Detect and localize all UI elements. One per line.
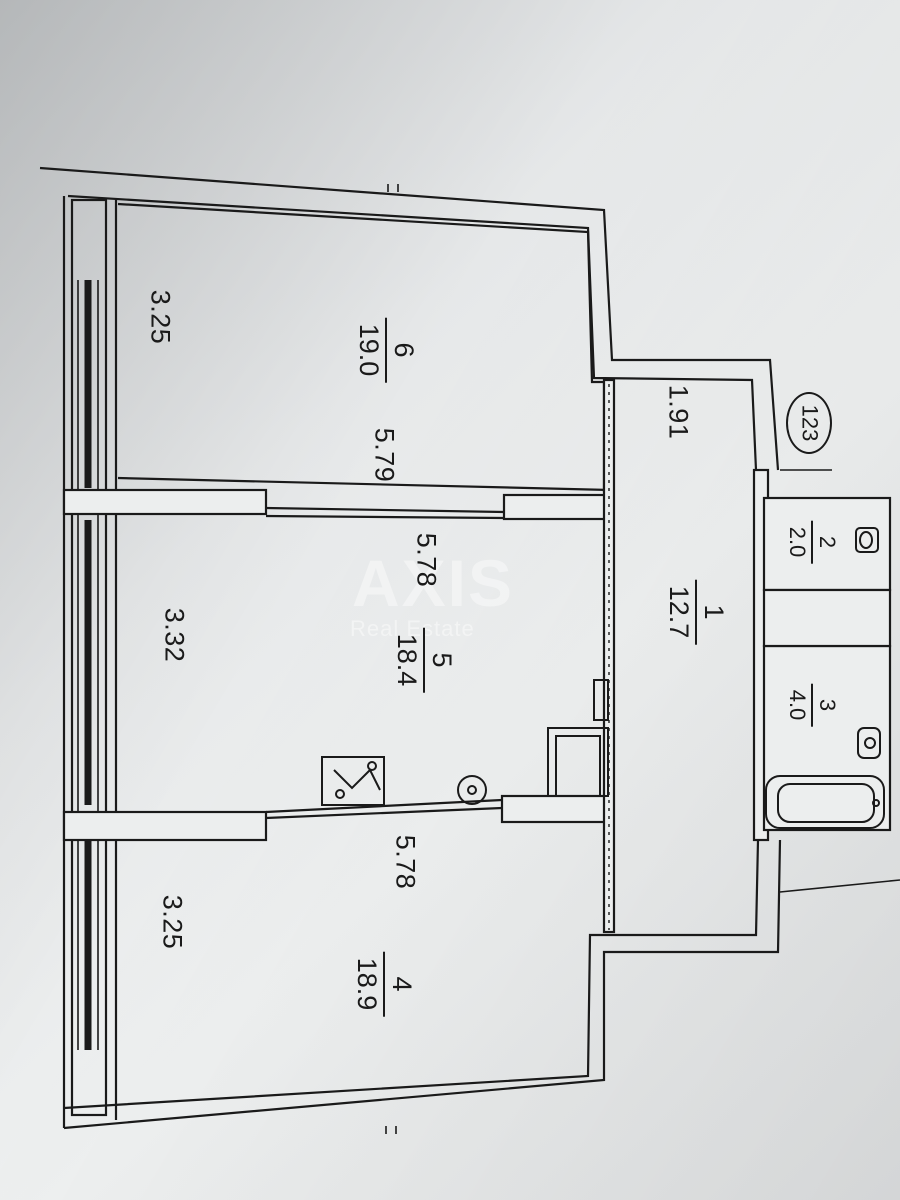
kitchen-niche bbox=[593, 679, 609, 721]
top-wall-inner bbox=[67, 194, 758, 471]
top-wall-outer bbox=[39, 166, 780, 471]
room4-tag: 4 18.9 bbox=[352, 951, 417, 1017]
watermark-brand: AXIS bbox=[352, 546, 515, 620]
corridor-tag: 1 12.7 bbox=[664, 579, 729, 645]
watermark-subtitle: Real Estate bbox=[350, 616, 475, 641]
bottom-wall-outer bbox=[63, 839, 782, 1130]
room6-number: 6 bbox=[389, 342, 419, 358]
toilet-area: 2.0 bbox=[785, 520, 813, 564]
corridor-width-label: 1.91 bbox=[663, 384, 694, 440]
bathroom-number: 3 bbox=[815, 698, 840, 712]
room6-area: 19.0 bbox=[354, 317, 387, 383]
room4-number: 4 bbox=[387, 976, 417, 992]
room4-width-label: 3.25 bbox=[157, 894, 188, 950]
apartment-number-badge: 123 bbox=[786, 392, 832, 454]
room5-length-label: 5.78 bbox=[411, 532, 442, 588]
room6-width-label: 3.25 bbox=[145, 289, 176, 345]
room5-number: 5 bbox=[427, 652, 457, 668]
partition-5-4-a bbox=[62, 810, 268, 842]
bathroom-area: 4.0 bbox=[785, 683, 813, 727]
partition-5-4-b bbox=[500, 794, 614, 824]
corridor-area: 12.7 bbox=[664, 579, 697, 645]
room4-length-label: 5.78 bbox=[390, 834, 421, 890]
room5-width-label: 3.32 bbox=[159, 607, 190, 663]
room5-area: 18.4 bbox=[392, 627, 425, 693]
room6-bottom bbox=[117, 476, 611, 492]
room4-area: 18.9 bbox=[352, 951, 385, 1017]
room6-tag: 6 19.0 bbox=[354, 317, 419, 383]
partition-6-5-a bbox=[62, 488, 268, 516]
toilet-tag: 2 2.0 bbox=[785, 520, 840, 564]
partition-6-5-b bbox=[502, 493, 614, 521]
room5-tag: 5 18.4 bbox=[392, 627, 457, 693]
washbasin bbox=[857, 727, 881, 759]
bathroom-tag: 3 4.0 bbox=[785, 683, 840, 727]
toilet-room bbox=[762, 496, 892, 592]
corridor-number: 1 bbox=[699, 604, 729, 620]
stove bbox=[321, 756, 385, 806]
toilet-number: 2 bbox=[815, 535, 840, 549]
wet-separator bbox=[762, 588, 892, 648]
sink bbox=[457, 775, 487, 805]
bathtub bbox=[765, 775, 885, 829]
toilet-fixture bbox=[855, 527, 879, 553]
apartment-number: 123 bbox=[797, 404, 822, 442]
room6-length-label: 5.79 bbox=[369, 427, 400, 483]
window-strip-1 bbox=[70, 198, 108, 1117]
bottom-wall-inner bbox=[63, 839, 760, 1110]
